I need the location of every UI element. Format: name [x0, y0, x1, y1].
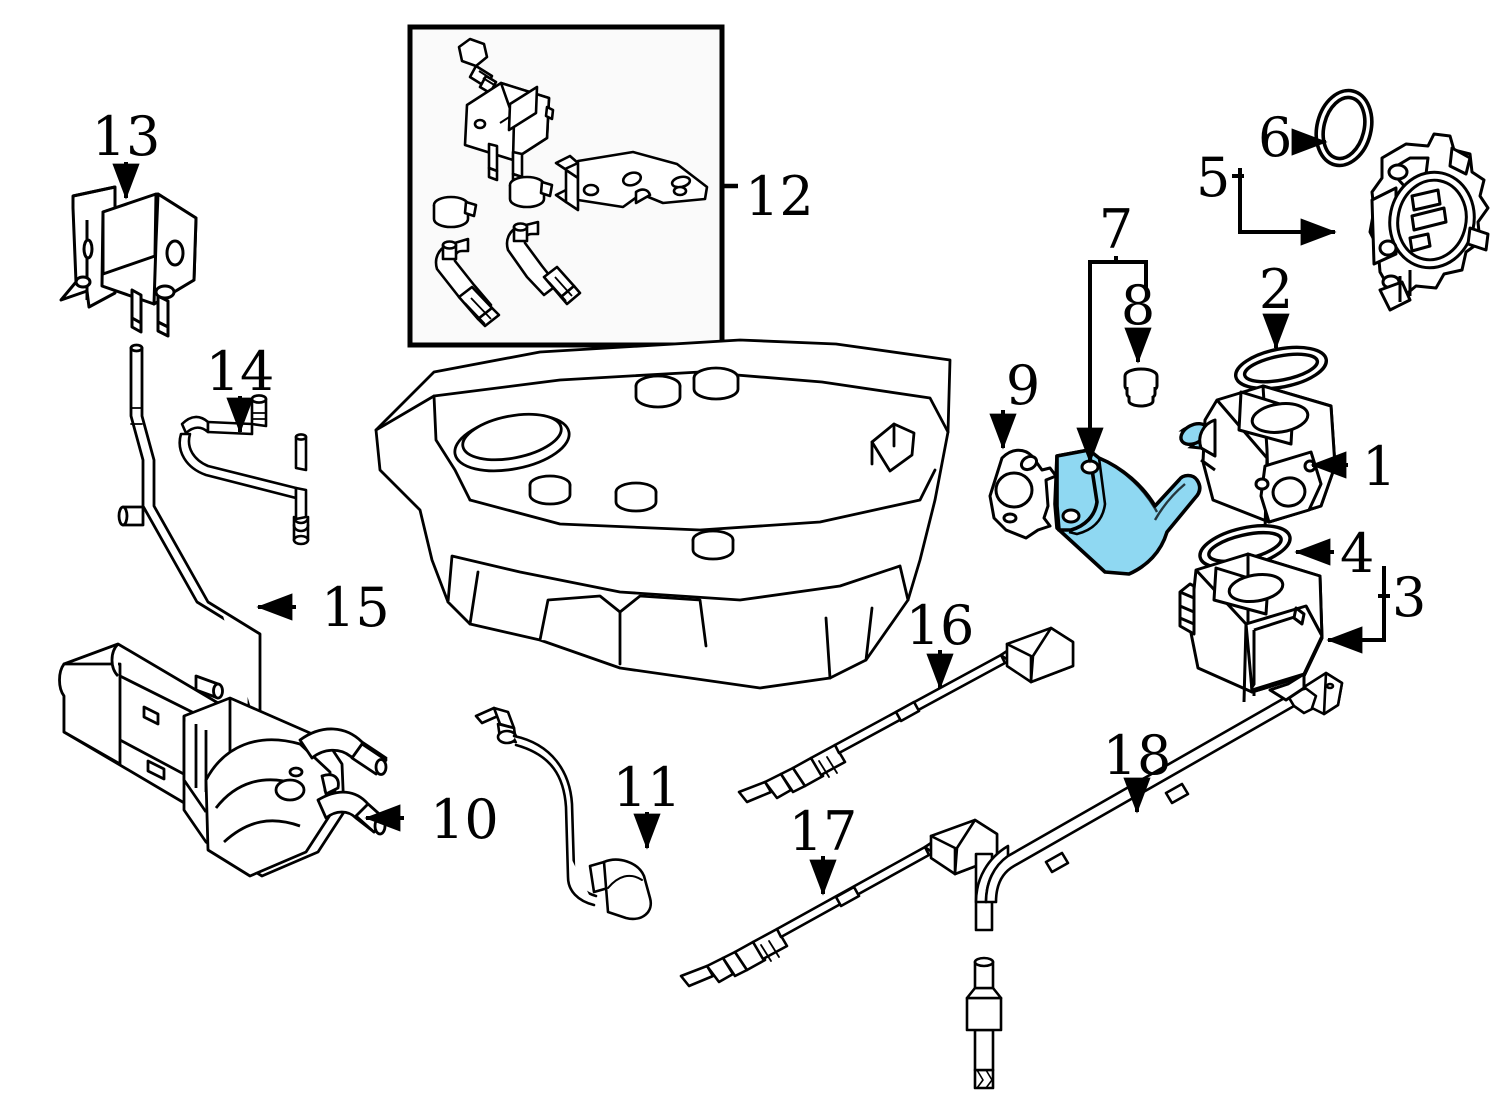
part-14-vacuum-hose-assembly: [178, 394, 310, 546]
part-13-pressure-sensor-bracket: [59, 185, 198, 338]
callout-label-5: 5: [1196, 146, 1230, 209]
part-6-throttle-body-gasket: [1314, 88, 1374, 168]
part-8-plug-cap: [1123, 367, 1159, 408]
part-17-exhaust-gas-temp-sensor: [679, 818, 999, 988]
callout-label-7: 7: [1099, 198, 1133, 261]
leader-7-bracket: [1088, 260, 1148, 288]
callout-label-10: 10: [430, 788, 499, 851]
part-3-throttle-valve-assembly: [1178, 552, 1324, 703]
hose-clamp-icon-1: [432, 195, 478, 229]
callout-label-17: 17: [789, 800, 858, 863]
part-16-exhaust-gas-temp-sensor: [737, 626, 1075, 804]
callout-label-13: 13: [92, 105, 161, 168]
callout-label-12: 12: [745, 165, 814, 228]
callout-label-3: 3: [1392, 566, 1426, 629]
hose-clamp-icon-2: [508, 175, 554, 209]
callout-label-11: 11: [613, 756, 682, 819]
part-18-exhaust-gas-temp-sensor: [965, 671, 1344, 1090]
part-2-o-ring-upper: [1233, 345, 1329, 391]
part-10-egr-cooler: [58, 642, 388, 878]
callout-label-2: 2: [1259, 258, 1293, 321]
elbow-hose-icon-2: [505, 220, 582, 306]
callout-label-18: 18: [1103, 724, 1172, 787]
callout-label-8: 8: [1121, 274, 1155, 337]
leader-5-bracket: [1238, 168, 1337, 246]
part-1-egr-valve-body: [1198, 384, 1337, 531]
callout-label-1: 1: [1362, 435, 1396, 498]
callout-label-15: 15: [321, 576, 390, 639]
callout-label-14: 14: [206, 340, 275, 403]
callout-leaders: [112, 128, 1390, 896]
engine-intake-manifold-cover: [374, 338, 952, 690]
callout-label-9: 9: [1006, 354, 1040, 417]
callout-label-6: 6: [1258, 106, 1292, 169]
elbow-hose-icon-1: [434, 237, 501, 328]
mounting-bracket-icon: [554, 150, 709, 212]
kit-box-12: [407, 24, 725, 348]
part-9-egr-tube-gasket: [988, 448, 1058, 540]
part-5-throttle-body-assembly: [1368, 132, 1490, 312]
callout-labels: 13 14 15 10 11 12 16 17 18 9 8 7 2 1 4 3…: [92, 105, 1427, 863]
part-15-egr-coolant-pipe: [117, 343, 262, 740]
callout-label-4: 4: [1340, 522, 1374, 585]
callout-label-16: 16: [906, 594, 975, 657]
part-11-coolant-temperature-sensor: [474, 706, 653, 921]
leader-3-bracket: [1326, 566, 1386, 654]
